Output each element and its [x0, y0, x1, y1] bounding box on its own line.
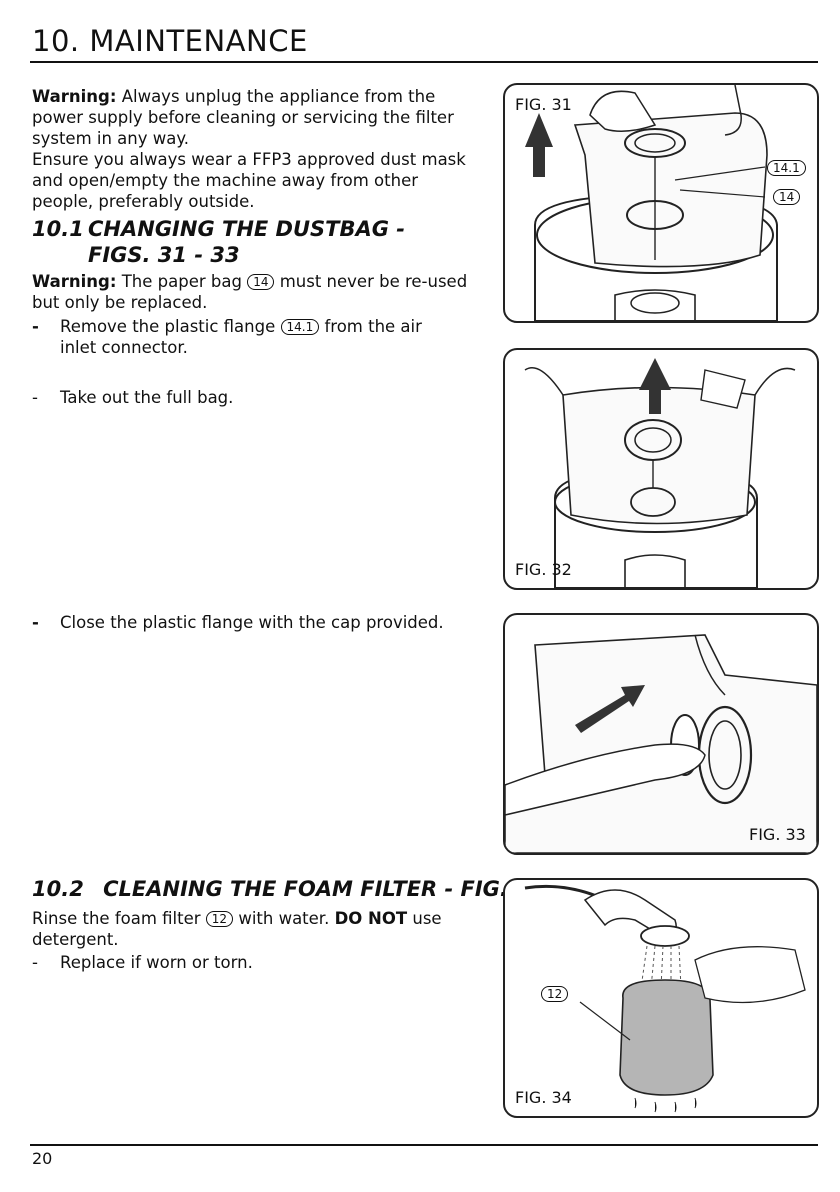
step-remove-flange: - Remove the plastic flange 14.1 from th…: [32, 316, 462, 358]
foam-text-bold: DO NOT: [334, 909, 408, 928]
figure-33: FIG. 33: [503, 613, 819, 855]
figure-31-label: FIG. 31: [515, 95, 572, 114]
step-replace-filter: - Replace if worn or torn.: [32, 952, 462, 973]
foam-text-mid: with water.: [233, 909, 335, 928]
callout-ref-14: 14: [247, 274, 275, 290]
figure-31-callout-14: 14: [773, 189, 801, 205]
step-replace-text: Replace if worn or torn.: [60, 953, 253, 972]
heading-line2: FIGS. 31 - 33: [88, 243, 240, 267]
figure-34-label: FIG. 34: [515, 1088, 572, 1107]
bag-warning-text-pre: The paper bag: [116, 272, 248, 291]
figure-33-illustration: [505, 634, 817, 853]
warning-paragraph: Warning: Always unplug the appliance fro…: [32, 86, 472, 149]
warning-text: Always unplug the appliance from the pow…: [32, 87, 454, 148]
figure-34-callout-12: 12: [541, 986, 569, 1002]
bullet-dash: -: [32, 388, 38, 407]
section-title: 10. MAINTENANCE: [32, 24, 308, 58]
foam-text-post: use detergent.: [32, 909, 442, 949]
page-number: 20: [32, 1149, 53, 1168]
bag-warning-paragraph: Warning: The paper bag 14 must never be …: [32, 271, 472, 313]
figure-32: FIG. 32: [503, 348, 819, 590]
header-rule: [30, 61, 818, 63]
step-take-out-bag: - Take out the full bag.: [32, 387, 462, 408]
figure-31-callout-14-1: 14.1: [767, 160, 806, 176]
bullet-dash: -: [32, 613, 39, 632]
heading-title: CLEANING THE FOAM FILTER - FIG. 34: [103, 877, 545, 901]
step3-text: Close the plastic flange with the cap pr…: [60, 613, 444, 632]
foam-text-pre: Rinse the foam filter: [32, 909, 206, 928]
bullet-dash: -: [32, 317, 39, 336]
foam-filter-paragraph: Rinse the foam filter 12 with water. DO …: [32, 908, 472, 950]
step1-text-post: from the air inlet connector.: [60, 317, 422, 357]
callout-ref-14-1: 14.1: [280, 319, 320, 335]
footer-rule: [30, 1144, 818, 1146]
heading-line1: CHANGING THE DUSTBAG -: [88, 217, 405, 241]
figure-31-illustration: [525, 85, 778, 321]
step1-text-pre: Remove the plastic flange: [60, 317, 281, 336]
figure-32-label: FIG. 32: [515, 560, 572, 579]
bullet-dash: -: [32, 953, 38, 972]
figure-34: 12 FIG. 34: [503, 878, 819, 1118]
section-heading-10-1: 10.1 CHANGING THE DUSTBAG -: [32, 216, 405, 242]
figure-32-illustration: [524, 358, 796, 588]
bag-warning-text-post: must never be re-used but only be replac…: [32, 272, 468, 312]
section-heading-10-2: 10.2 CLEANING THE FOAM FILTER - FIG. 34: [32, 876, 544, 902]
step2-text: Take out the full bag.: [60, 388, 234, 407]
step-close-flange: - Close the plastic flange with the cap …: [32, 612, 472, 633]
heading-number: 10.2: [32, 877, 84, 901]
bag-warning-label: Warning:: [32, 272, 117, 291]
heading-number: 10.1: [32, 217, 84, 241]
figure-34-illustration: [524, 884, 806, 1113]
figure-31: FIG. 31 14.1 14: [503, 83, 819, 323]
figure-33-label: FIG. 33: [749, 825, 806, 844]
mask-paragraph: Ensure you always wear a FFP3 approved d…: [32, 150, 466, 211]
warning-label: Warning:: [32, 87, 117, 106]
callout-ref-12: 12: [205, 911, 234, 927]
